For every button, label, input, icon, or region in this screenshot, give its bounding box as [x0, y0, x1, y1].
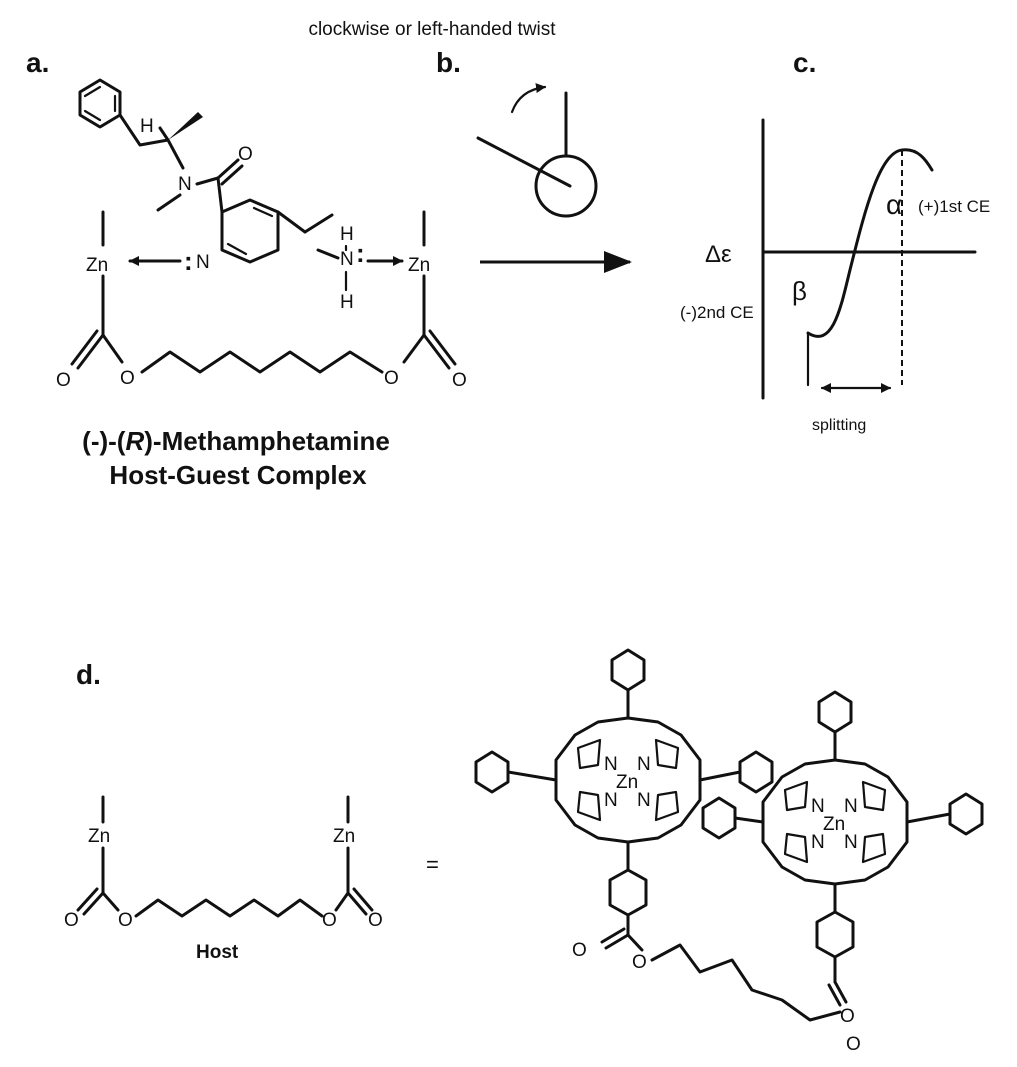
porphyrin1-n-tr: N — [637, 754, 651, 775]
cd-curve — [806, 148, 934, 338]
complex-caption-line2: Host-Guest Complex — [109, 460, 367, 490]
panel-label-c: c. — [793, 47, 816, 78]
phenyl-top-2 — [817, 690, 853, 734]
host-o-right-carbonyl: O — [368, 910, 383, 931]
host-zn-left: Zn — [88, 826, 110, 847]
amine-lone-pair: : — [356, 238, 365, 268]
complex-caption-line1: (-)-(R)-Methamphetamine — [82, 426, 390, 456]
amide-n-atom: N — [178, 174, 192, 195]
panel-label-d: d. — [76, 659, 101, 690]
porphyrin2-o-carbonyl: O — [846, 1034, 861, 1055]
beta-label: β — [792, 276, 807, 306]
second-ce-label: (-)2nd CE — [680, 303, 754, 322]
panel-a-structure: H N O N : N H H : Zn — [56, 78, 467, 490]
ester-o-left-carbonyl: O — [56, 370, 71, 391]
porphyrin-2: N N N N Zn O O — [701, 690, 984, 1055]
bis-porphyrin-structure: N N N N Zn O O — [474, 648, 984, 1055]
first-ce-label: (+)1st CE — [918, 197, 990, 216]
porphyrin1-o-carbonyl: O — [572, 940, 587, 961]
host-zn-right: Zn — [333, 826, 355, 847]
porphyrin2-zn: Zn — [823, 814, 845, 835]
pyridine-ring — [220, 198, 280, 264]
ester-o-right-carbonyl: O — [452, 370, 467, 391]
porphyrin1-zn: Zn — [616, 772, 638, 793]
amine-h-bottom: H — [340, 292, 354, 313]
splitting-label: splitting — [812, 417, 866, 434]
panel-label-a: a. — [26, 47, 49, 78]
panel-c-cd-spectrum: Δε α (+)1st CE β (-)2nd CE splitting — [680, 118, 990, 434]
host-o-right: O — [322, 910, 337, 931]
zn-left-atom: Zn — [86, 255, 108, 276]
phenyl-top-1 — [610, 648, 646, 692]
porphyrin1-o-ester: O — [632, 952, 647, 973]
figure-title: clockwise or left-handed twist — [308, 19, 556, 40]
amine-n-atom: N — [340, 249, 354, 270]
equals-sign: = — [426, 852, 439, 877]
porphyrin2-n-tr: N — [844, 796, 858, 817]
pyridine-lone-pair: : — [184, 246, 193, 276]
porphyrin2-n-br: N — [844, 832, 858, 853]
porphyrin1-n-tl: N — [604, 754, 618, 775]
porphyrin1-n-bl: N — [604, 790, 618, 811]
porphyrin2-o-ester: O — [840, 1006, 855, 1027]
porphyrin2-n-bl: N — [811, 832, 825, 853]
amine-h-top: H — [340, 224, 354, 245]
host-label: Host — [196, 942, 239, 963]
host-o-left-carbonyl: O — [64, 910, 79, 931]
ester-o-left: O — [120, 368, 135, 389]
alpha-label: α — [886, 189, 902, 220]
panel-b-newman — [476, 83, 632, 273]
host-o-left: O — [118, 910, 133, 931]
zn-right-atom: Zn — [408, 255, 430, 276]
porphyrin2-n-tl: N — [811, 796, 825, 817]
porphyrin-1: N N N N Zn O O — [474, 648, 774, 973]
panel-label-b: b. — [436, 47, 461, 78]
ester-o-right: O — [384, 368, 399, 389]
panel-d-host: Zn O O O Zn O Host = — [64, 795, 439, 963]
amide-o-atom: O — [238, 144, 253, 165]
twist-arrow — [510, 83, 547, 114]
delta-epsilon-label: Δε — [705, 241, 732, 268]
pyridine-n-atom: N — [196, 252, 210, 273]
newman-circle — [534, 154, 598, 218]
porphyrin1-n-br: N — [637, 790, 651, 811]
stereo-h-atom: H — [140, 116, 154, 137]
